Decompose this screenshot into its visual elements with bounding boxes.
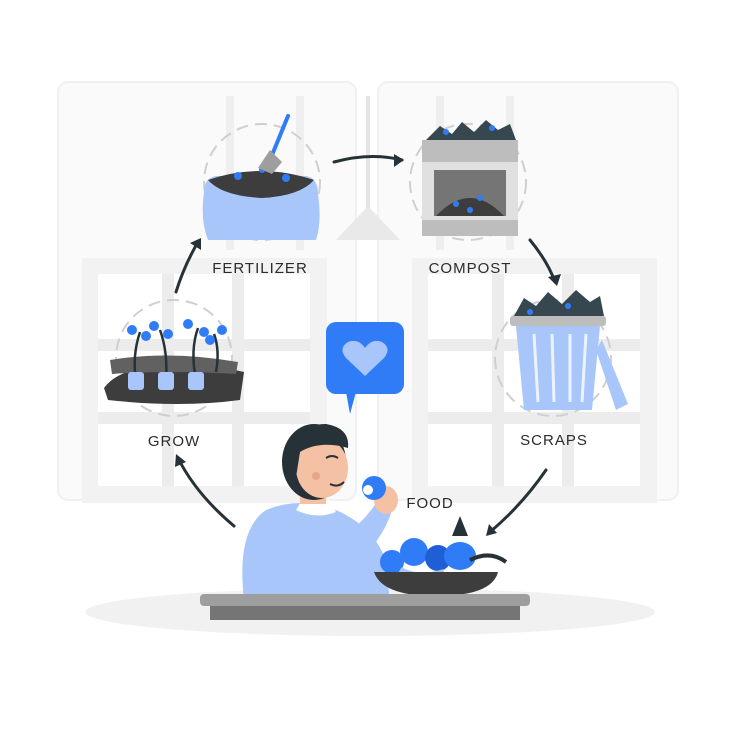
hanging-lamp [336, 96, 400, 240]
fertilizer-bag-icon [202, 114, 320, 240]
stage-label-scraps: SCRAPS [520, 432, 588, 449]
arrow-scraps-to-food [488, 468, 548, 534]
stage-label-grow: GROW [147, 433, 201, 450]
stage-label-fertilizer: FERTILIZER [212, 260, 308, 277]
table [200, 594, 530, 620]
arrow-heads [175, 154, 561, 536]
arrow-food-to-grow [176, 456, 236, 528]
woman-eating-apple [242, 424, 398, 600]
heart-bubble-icon [326, 322, 404, 414]
seedlings-icon [104, 319, 244, 404]
stage-label-food: FOOD [406, 495, 454, 512]
scraps-bin-icon [510, 290, 628, 410]
compost-crate-icon [422, 120, 518, 236]
stage-label-compost: COMPOST [428, 260, 512, 277]
fruit-bowl-icon [374, 516, 508, 596]
